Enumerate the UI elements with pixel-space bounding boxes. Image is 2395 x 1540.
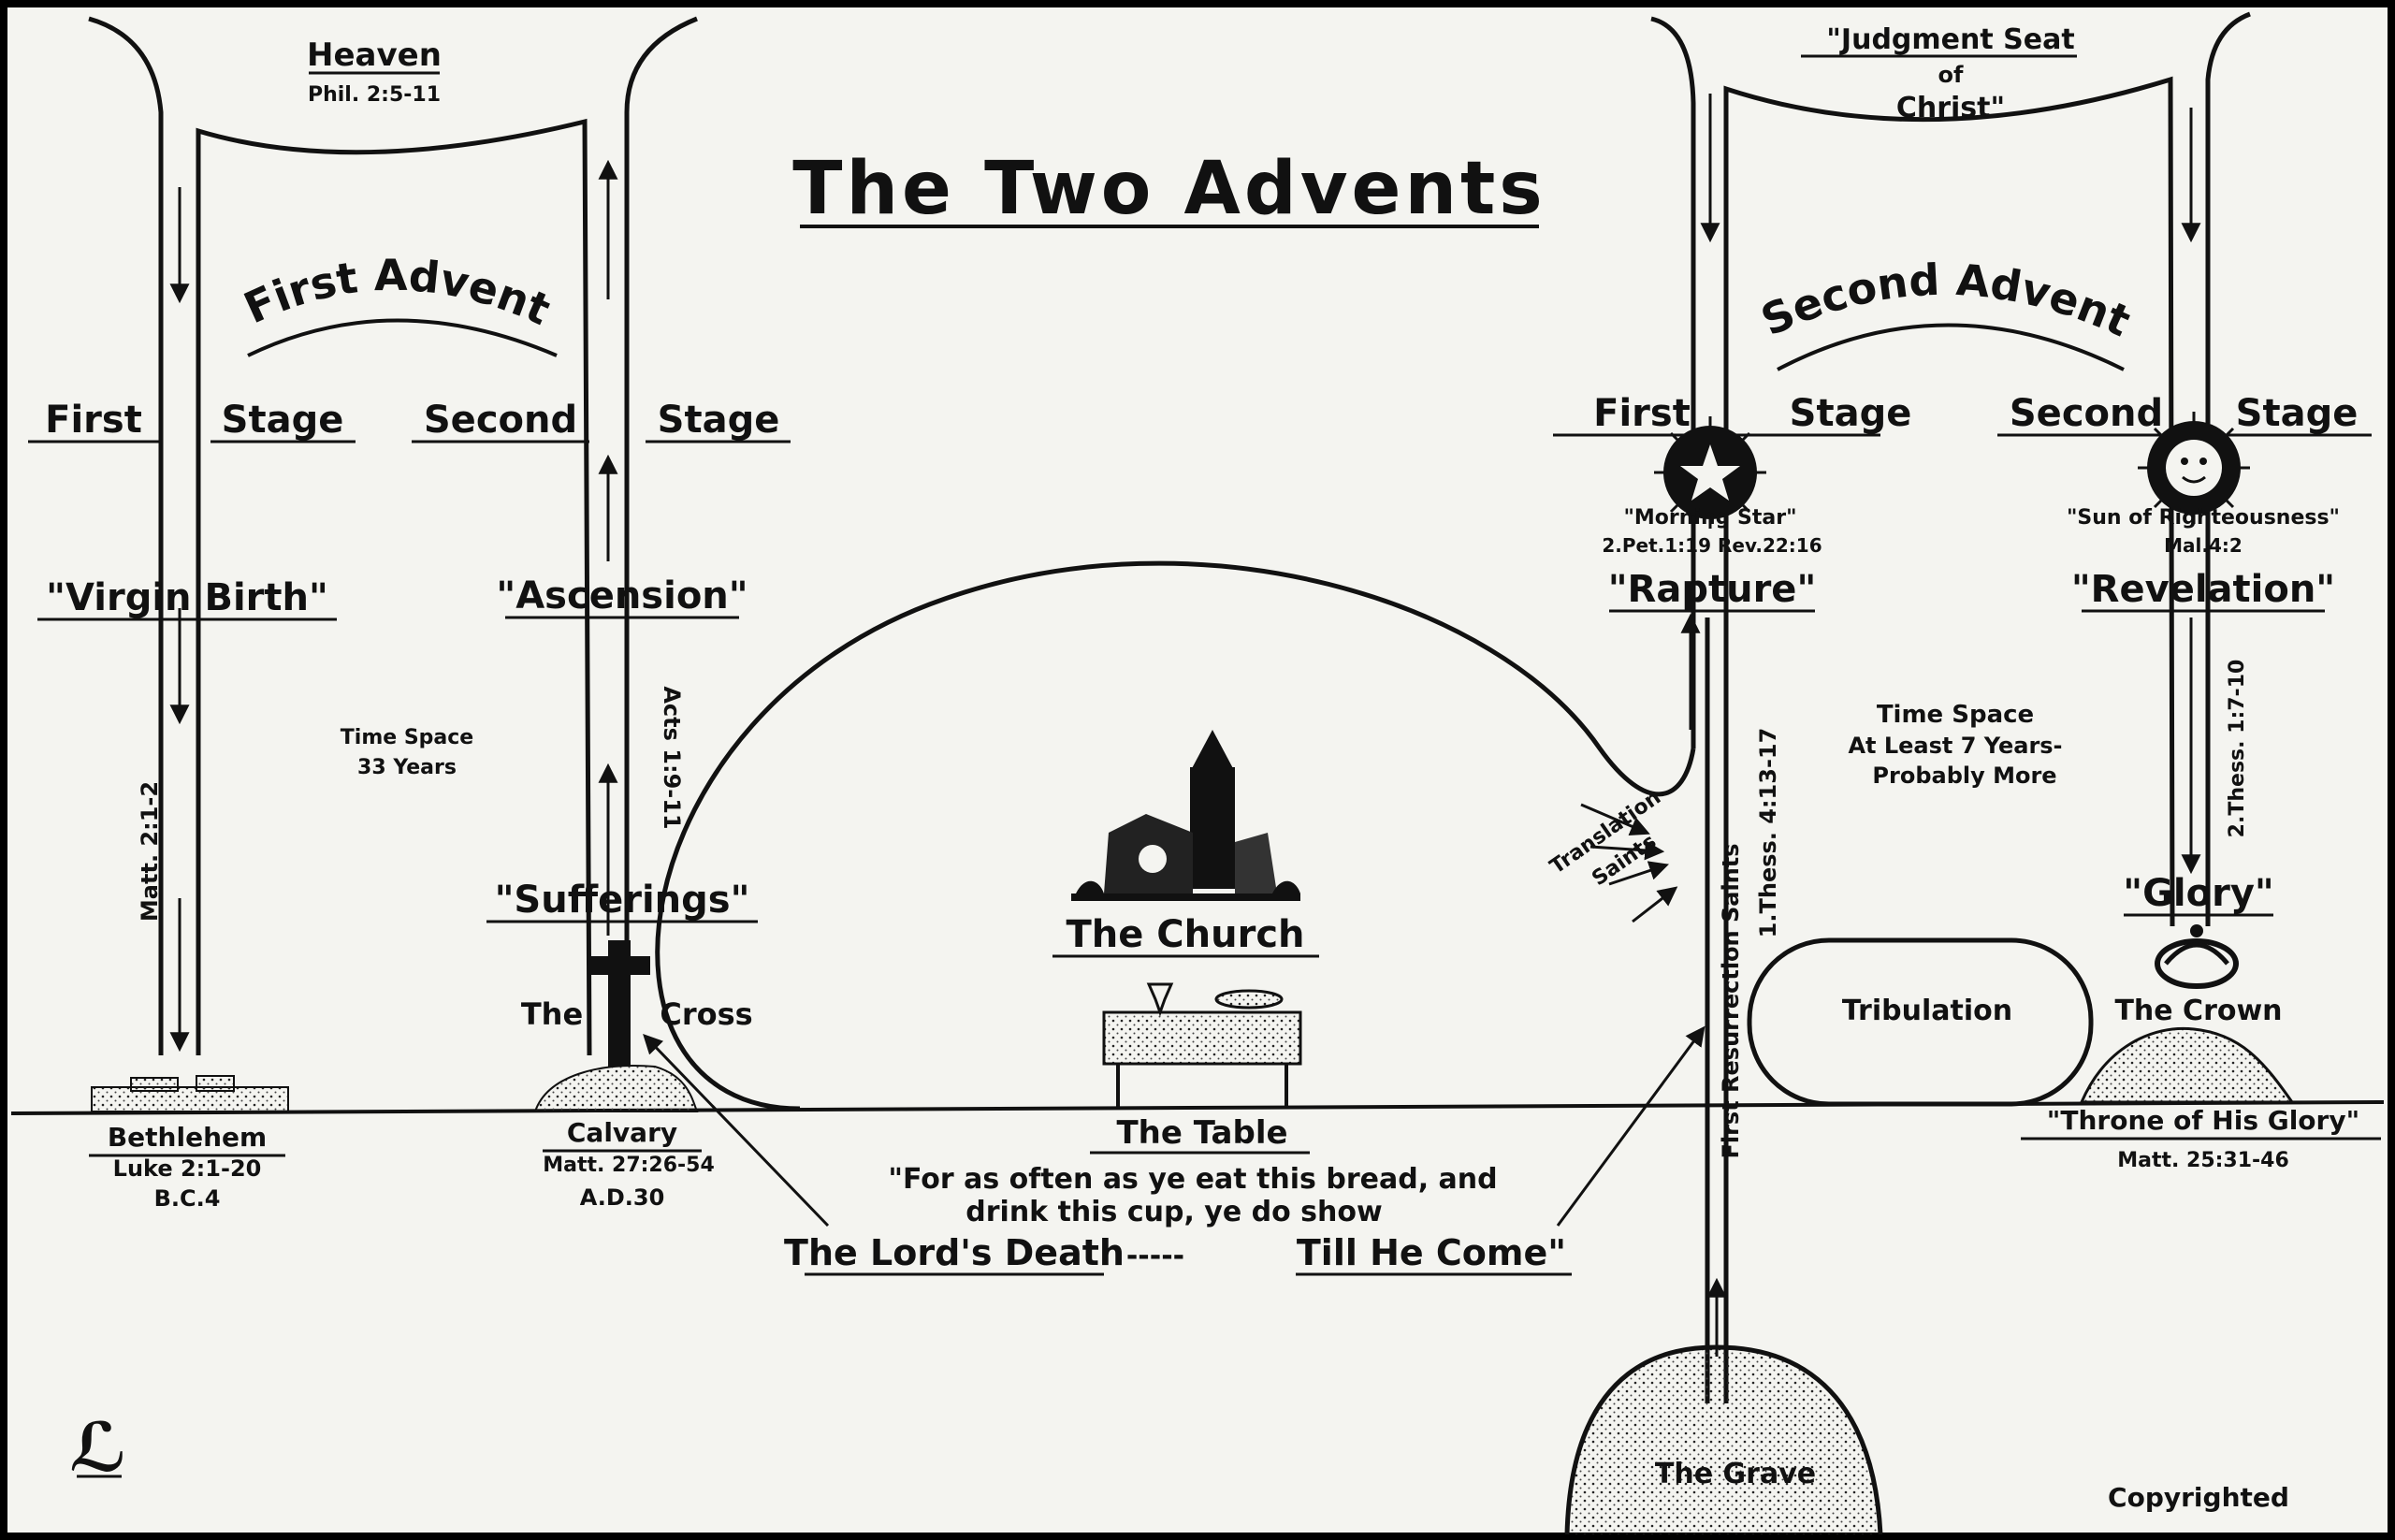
right-outer-line xyxy=(624,16,698,1055)
virgin-birth-label: "Virgin Birth" xyxy=(46,576,328,619)
ascension-label: "Ascension" xyxy=(496,574,748,617)
copyright-label: Copyrighted xyxy=(2108,1482,2289,1513)
glory-label: "Glory" xyxy=(2123,872,2274,915)
label-underlines xyxy=(28,54,2381,1276)
calvary-label: Calvary xyxy=(567,1117,677,1148)
sun-label: "Sun of Righteousness" xyxy=(2067,506,2340,530)
thess2-vertical: 2.Thess. 1:7-10 xyxy=(2226,660,2249,838)
the-cross-cross: Cross xyxy=(660,996,752,1032)
rapture-label: "Rapture" xyxy=(1608,568,1817,611)
thess1-vertical: 1.Thess. 4:13-17 xyxy=(1755,728,1781,938)
table-quote-line2: drink this cup, ye do show xyxy=(965,1196,1382,1228)
matt-ref-vertical: Matt. 2:1-2 xyxy=(137,781,163,922)
fa-time-space-1: Time Space xyxy=(341,726,473,749)
first-advent-underline xyxy=(247,318,558,357)
crown-icon xyxy=(2155,924,2239,989)
sa-time-space-3: Probably More xyxy=(1872,763,2056,789)
table-label: The Table xyxy=(1116,1114,1287,1152)
sa-stage1-stage: Stage xyxy=(1790,392,1912,435)
grave-label: The Grave xyxy=(1655,1458,1816,1490)
table-quote-dashes: ----- xyxy=(1126,1240,1184,1272)
heaven-label: Heaven xyxy=(307,36,442,74)
sa-stage2-stage: Stage xyxy=(2236,392,2359,435)
judgment-seat-line2: of xyxy=(1938,62,1964,88)
fa-stage2-second: Second xyxy=(424,399,577,442)
throne-label: "Throne of His Glory" xyxy=(2047,1105,2359,1136)
cross-icon xyxy=(533,940,699,1112)
table-quote-lords-death: The Lord's Death xyxy=(784,1232,1125,1273)
second-advent-underline xyxy=(1777,323,2125,371)
sun-icon xyxy=(2138,412,2250,524)
morning-star-icon xyxy=(1654,416,1766,529)
bethlehem-date: B.C.4 xyxy=(154,1185,221,1212)
revelation-label: "Revelation" xyxy=(2071,568,2335,611)
judgment-inner-line xyxy=(1723,76,2175,927)
rapture-left-line xyxy=(1650,16,1696,748)
throne-ref: Matt. 25:31-46 xyxy=(2117,1149,2289,1172)
tribulation-capsule xyxy=(1747,937,2094,1107)
sa-time-space-2: At Least 7 Years- xyxy=(1848,733,2062,759)
fa-time-space-2: 33 Years xyxy=(357,756,457,779)
morning-star-label: "Morning Star" xyxy=(1623,506,1796,530)
fa-stage2-stage: Stage xyxy=(658,399,780,442)
flow-arrows xyxy=(169,94,2201,1357)
bethlehem-ref: Luke 2:1-20 xyxy=(113,1155,262,1182)
diagram-title: The Two Advents xyxy=(792,147,1546,231)
bethlehem-town-icon xyxy=(91,1075,289,1112)
morning-star-ref: 2.Pet.1:19 Rev.22:16 xyxy=(1602,534,1822,557)
table-quote-line1: "For as often as ye eat this bread, and xyxy=(888,1163,1497,1196)
judgment-seat-line3: Christ" xyxy=(1896,92,2005,124)
first-resurrection-vertical: First Resurrection Saints xyxy=(1718,843,1744,1158)
heaven-inner-line xyxy=(196,118,592,1056)
sa-stage1-first: First xyxy=(1593,392,1691,435)
throne-hill-icon xyxy=(2079,1026,2295,1104)
cl-monogram-icon: ℒ xyxy=(69,1408,127,1487)
bethlehem-label: Bethlehem xyxy=(108,1122,267,1153)
left-outer-line xyxy=(88,16,164,1055)
svg-text:ℒ: ℒ xyxy=(69,1408,127,1487)
communion-table-icon xyxy=(1102,982,1302,1109)
church-dome-line xyxy=(655,560,1696,1111)
tribulation-label: Tribulation xyxy=(1842,995,2012,1027)
acts-ref-vertical: Acts 1:9-11 xyxy=(659,686,685,829)
fa-stage1-first: First xyxy=(45,399,142,442)
calvary-date: A.D.30 xyxy=(580,1184,665,1211)
line-work xyxy=(10,11,2385,1535)
sufferings-label: "Sufferings" xyxy=(495,879,750,922)
fa-stage1-stage: Stage xyxy=(222,399,344,442)
judgment-right-line xyxy=(2205,11,2251,926)
heaven-ref: Phil. 2:5-11 xyxy=(308,83,441,107)
judgment-seat-line1: "Judgment Seat xyxy=(1826,23,2074,56)
crown-label: The Crown xyxy=(2114,995,2282,1027)
sa-time-space-1: Time Space xyxy=(1877,701,2034,729)
the-cross-the: The xyxy=(521,996,583,1032)
church-label: The Church xyxy=(1066,913,1304,956)
calvary-ref: Matt. 27:26-54 xyxy=(543,1154,715,1177)
church-building-icon xyxy=(1071,730,1300,901)
table-quote-till-he-come: Till He Come" xyxy=(1297,1232,1566,1273)
sun-ref: Mal.4:2 xyxy=(2164,534,2243,557)
sa-stage2-second: Second xyxy=(2010,392,2163,435)
